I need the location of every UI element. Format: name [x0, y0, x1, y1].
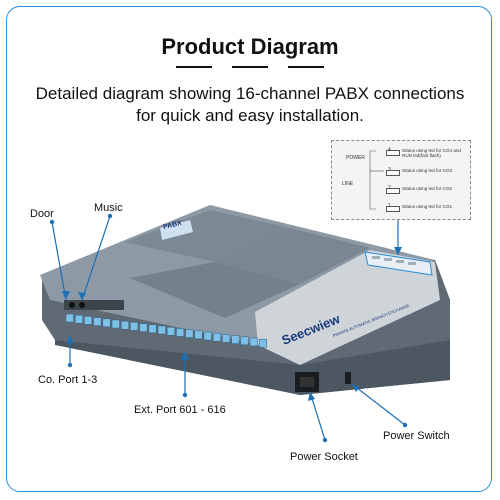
ext-port — [240, 336, 249, 346]
inset-led-box — [386, 206, 400, 212]
co-port — [74, 314, 83, 324]
top-panel — [125, 210, 290, 262]
ext-port — [212, 332, 221, 342]
ext-port — [231, 335, 240, 344]
ext-port — [139, 323, 148, 332]
inset-led-box — [386, 188, 400, 194]
inset-row-text: Status using led for CO4 and RUN led(fas… — [402, 148, 461, 158]
pabx-tag — [160, 220, 193, 240]
callout-dot — [107, 213, 113, 219]
top-panel — [130, 262, 300, 318]
subtitle-line-2: for quick and easy installation. — [136, 106, 364, 125]
power-switch-callout-line — [351, 383, 406, 426]
ext-port — [120, 320, 129, 330]
callout-dot — [322, 437, 328, 443]
ext-port — [102, 318, 111, 328]
music-callout-line — [81, 215, 111, 301]
led-status-inset: POWER LINE 4 Status using led for CO4 an… — [331, 140, 471, 220]
inset-row: 1 Status using led for CO1 — [332, 203, 472, 213]
ext-port — [176, 328, 185, 337]
ext-port — [130, 322, 139, 331]
title-underline — [0, 66, 500, 69]
top-panel — [215, 228, 370, 284]
inset-row-text: Status using led for CO1 — [402, 204, 453, 209]
power-switch — [345, 372, 351, 384]
underline-bar — [232, 66, 268, 68]
ext-port — [249, 337, 258, 347]
ext-port — [93, 317, 102, 326]
ext-port — [203, 331, 212, 341]
led-indicator — [396, 260, 404, 263]
device-base-strip — [55, 340, 450, 395]
power-socket-callout-line — [309, 391, 326, 441]
arrow-head — [62, 291, 70, 300]
callout-dot — [67, 362, 73, 368]
led-indicator — [408, 262, 416, 265]
door-jack — [69, 302, 75, 308]
inset-line-label: LINE — [342, 181, 354, 187]
ext-port — [194, 330, 203, 340]
arrow-head — [308, 392, 315, 401]
co-port-label: Co. Port 1-3 — [38, 374, 98, 386]
underline-bar — [176, 66, 212, 68]
callout-dot — [49, 219, 55, 225]
ext-port — [222, 334, 231, 343]
page-title: Product Diagram — [161, 34, 339, 59]
inset-led-box — [386, 150, 400, 156]
door-music-jacks — [64, 300, 124, 310]
inset-row-text: Status using led for CO3 — [402, 168, 453, 173]
arrow-head — [352, 384, 360, 392]
rj11-port-row — [65, 313, 267, 348]
door-label: Door — [30, 208, 54, 220]
inset-led-box — [386, 170, 400, 176]
callout-dot — [182, 392, 188, 398]
ext-port — [111, 319, 120, 329]
power-switch-label: Power Switch — [383, 430, 450, 442]
brand-panel — [255, 250, 440, 365]
arrow-head — [181, 352, 189, 360]
inset-row: 3 Status using led for CO3 — [332, 167, 472, 177]
led-indicator — [384, 258, 392, 261]
power-socket-inner — [300, 377, 314, 387]
ext-port — [148, 324, 157, 334]
inset-row-text: Status using led for CO2 — [402, 186, 453, 191]
ext-port — [157, 325, 166, 335]
inset-row: 4 Status using led for CO4 and RUN led(f… — [332, 147, 472, 158]
arrow-head — [78, 292, 86, 300]
ext-port — [166, 326, 175, 336]
underline-bar — [288, 66, 324, 68]
power-socket-label: Power Socket — [290, 451, 358, 463]
inset-row: 2 Status using led for CO2 — [332, 185, 472, 195]
led-status-strip — [364, 251, 433, 276]
inset-power-label: POWER — [346, 155, 365, 161]
co-port — [84, 316, 93, 325]
door-callout-line — [51, 221, 67, 301]
ext-port-label: Ext. Port 601 - 616 — [134, 404, 226, 416]
co-port — [65, 313, 74, 323]
subtitle-line-1: Detailed diagram showing 16-channel PABX… — [35, 84, 465, 103]
callout-dot — [402, 422, 408, 428]
ext-port — [258, 338, 267, 348]
arrow-head — [394, 247, 402, 255]
arrow-head — [66, 335, 74, 343]
page-frame — [6, 6, 492, 492]
music-label: Music — [94, 202, 123, 214]
ext-port — [185, 329, 194, 338]
led-indicator — [372, 256, 380, 259]
music-jack — [79, 302, 85, 308]
inset-bracket — [369, 150, 384, 210]
page-subtitle: Detailed diagram showing 16-channel PABX… — [20, 83, 480, 127]
